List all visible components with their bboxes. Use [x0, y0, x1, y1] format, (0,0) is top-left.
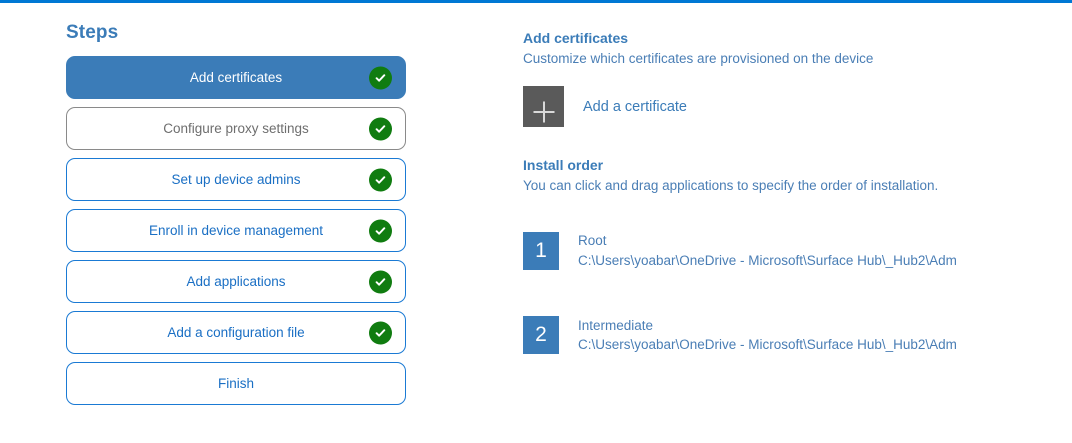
check-icon — [369, 219, 392, 242]
certificates-section: Add certificates Customize which certifi… — [523, 30, 1023, 128]
check-icon — [369, 270, 392, 293]
order-number-badge: 2 — [523, 315, 559, 354]
install-order-list: 1 Root C:\Users\yoabar\OneDrive - Micros… — [523, 231, 1023, 354]
plus-icon[interactable] — [523, 86, 564, 128]
steps-title: Steps — [66, 22, 119, 43]
step-item-add-certificates[interactable]: Add certificates — [66, 56, 406, 99]
install-order-section: Install order You can click and drag app… — [523, 157, 1023, 354]
step-item-enroll-in-device-management[interactable]: Enroll in device management — [66, 209, 406, 252]
top-accent-bar — [0, 0, 1072, 3]
step-item-add-a-configuration-file[interactable]: Add a configuration file — [66, 311, 406, 354]
step-label: Enroll in device management — [148, 222, 324, 238]
step-label: Add applications — [186, 273, 286, 289]
check-icon — [369, 117, 392, 140]
order-item-path: C:\Users\yoabar\OneDrive - Microsoft\Sur… — [578, 336, 957, 352]
order-item-text: Root C:\Users\yoabar\OneDrive - Microsof… — [578, 231, 957, 269]
install-order-description: You can click and drag applications to s… — [523, 178, 939, 194]
check-icon — [369, 66, 392, 89]
install-order-item[interactable]: 1 Root C:\Users\yoabar\OneDrive - Micros… — [523, 231, 1023, 270]
step-label: Set up device admins — [171, 171, 301, 187]
certificates-description: Customize which certificates are provisi… — [523, 51, 874, 66]
step-item-set-up-device-admins[interactable]: Set up device admins — [66, 158, 406, 201]
step-item-add-applications[interactable]: Add applications — [66, 260, 406, 303]
order-number-badge: 1 — [523, 231, 559, 270]
certificates-heading: Add certificates — [523, 30, 629, 46]
install-order-heading: Install order — [523, 157, 604, 174]
step-label: Add certificates — [189, 69, 283, 85]
steps-panel: Steps Add certificates Configure proxy s… — [66, 22, 406, 413]
step-item-configure-proxy-settings[interactable]: Configure proxy settings — [66, 107, 406, 150]
step-label: Finish — [217, 375, 254, 391]
step-item-finish[interactable]: Finish — [66, 362, 406, 405]
add-certificate-label[interactable]: Add a certificate — [583, 98, 687, 115]
install-order-item[interactable]: 2 Intermediate C:\Users\yoabar\OneDrive … — [523, 315, 1023, 354]
order-item-name: Root — [578, 233, 607, 249]
order-item-path: C:\Users\yoabar\OneDrive - Microsoft\Sur… — [578, 252, 957, 268]
check-icon — [369, 168, 392, 191]
content-panel: Add certificates Customize which certifi… — [523, 30, 1023, 400]
order-item-text: Intermediate C:\Users\yoabar\OneDrive - … — [578, 316, 957, 354]
check-icon — [369, 321, 392, 344]
step-label: Add a configuration file — [167, 324, 305, 340]
step-label: Configure proxy settings — [163, 120, 309, 136]
steps-list: Add certificates Configure proxy setting… — [66, 56, 406, 405]
order-item-name: Intermediate — [578, 317, 654, 333]
add-certificate-row[interactable]: Add a certificate — [523, 86, 1023, 128]
